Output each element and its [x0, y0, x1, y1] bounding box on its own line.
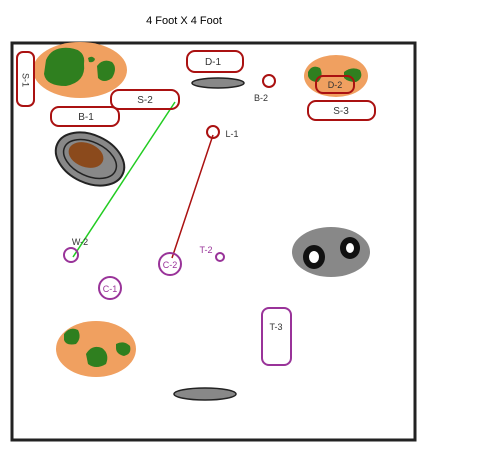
marker-s1-label: S-1	[21, 73, 31, 87]
marker-d1-label: D-1	[205, 57, 222, 68]
marker-b1: B-1	[50, 106, 120, 127]
marker-d2-label: D-2	[328, 80, 343, 90]
marker-b2: B-2	[254, 74, 276, 103]
marker-l1-label: L-1	[225, 129, 238, 139]
marker-t2: T-2	[199, 245, 225, 262]
marker-s3: S-3	[307, 100, 376, 121]
marker-t3-label: T-3	[269, 322, 282, 332]
marker-s3-label: S-3	[333, 106, 349, 117]
marker-c2-label: C-2	[163, 260, 178, 270]
marker-c2: C-2	[158, 252, 182, 276]
crater-rock-right	[292, 227, 370, 277]
marker-t3: T-3	[261, 307, 292, 366]
marker-s1: S-1	[16, 51, 35, 107]
marker-c1-label: C-1	[103, 284, 118, 294]
marker-d2: D-2	[315, 75, 355, 94]
marker-b2-label: B-2	[254, 93, 268, 103]
marker-w2: W-2	[63, 237, 88, 263]
line-s2-to-w2	[72, 101, 176, 258]
marker-t2-label: T-2	[199, 245, 212, 255]
marker-s2-label: S-2	[137, 95, 153, 106]
marker-b1-label: B-1	[78, 112, 94, 123]
barrier-bottom	[173, 387, 237, 401]
marker-w2-label: W-2	[72, 237, 88, 247]
marker-d1: D-1	[186, 50, 244, 73]
marker-l1: L-1	[206, 125, 239, 139]
foliage-patch-bottom-left	[56, 321, 136, 377]
marker-c1: C-1	[98, 276, 122, 300]
map-title: 4 Foot X 4 Foot	[146, 15, 222, 27]
marker-s2: S-2	[110, 89, 180, 110]
foliage-patch-top-left	[33, 42, 127, 98]
barrier-top	[191, 77, 245, 89]
rock-formation-left	[54, 131, 126, 187]
line-l1-to-c2	[171, 134, 214, 259]
